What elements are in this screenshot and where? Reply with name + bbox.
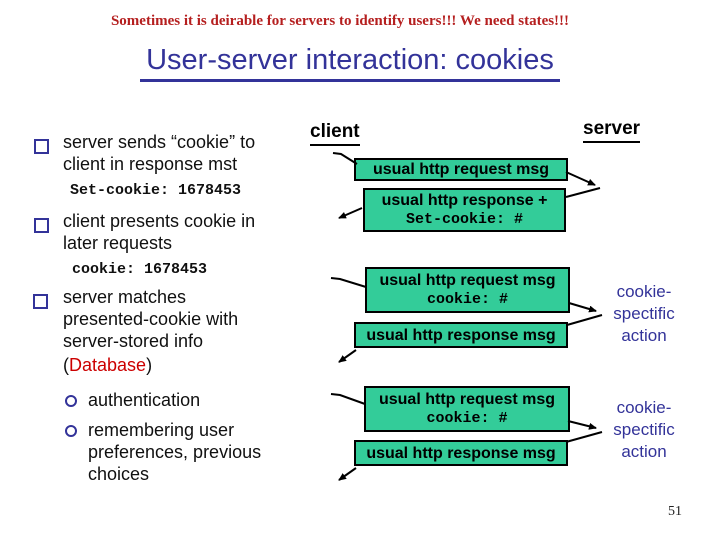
page-title-text: User-server interaction: cookies xyxy=(140,44,560,82)
sub-bullet-circle-icon xyxy=(65,425,77,437)
msgbox-request-1: usual http request msg xyxy=(354,158,568,181)
msgbox-line-code: Set-cookie: # xyxy=(405,211,524,228)
sub-bullet-preferences: remembering user preferences, previous c… xyxy=(88,420,262,484)
msgbox-request-cookie-1: usual http request msg cookie: # xyxy=(365,267,570,313)
bullet-square-icon xyxy=(33,294,48,309)
msgbox-response-2: usual http response msg xyxy=(354,440,568,466)
page-number: 51 xyxy=(668,504,682,519)
msgbox-line: usual http response msg xyxy=(366,326,556,344)
cookie-specific-action-1: cookie- spectific action xyxy=(613,282,675,345)
bullet-item-2: client presents cookie in later requests xyxy=(63,211,256,253)
msgbox-line: usual http response msg xyxy=(366,444,556,462)
database-label: Database xyxy=(69,355,147,375)
msgbox-line: usual http request msg xyxy=(378,391,556,408)
msgbox-line: usual http response + xyxy=(381,192,548,209)
msgbox-line: usual http request msg xyxy=(372,161,550,178)
msgbox-line-code: cookie: # xyxy=(426,410,508,427)
msgbox-response-setcookie: usual http response + Set-cookie: # xyxy=(363,188,566,232)
code-cookie: cookie: 1678453 xyxy=(72,261,208,278)
paren-close: ) xyxy=(146,355,153,375)
msgbox-response-1: usual http response msg xyxy=(354,322,568,348)
code-set-cookie: Set-cookie: 1678453 xyxy=(70,182,242,199)
msgbox-line-code: cookie: # xyxy=(426,291,508,308)
cookie-specific-action-2: cookie- spectific action xyxy=(613,398,675,461)
msgbox-request-cookie-2: usual http request msg cookie: # xyxy=(364,386,570,432)
sub-bullet-authentication: authentication xyxy=(88,390,201,410)
bullet-item-3-database: (Database) xyxy=(63,353,152,377)
bullet-square-icon xyxy=(34,139,49,154)
client-label: client xyxy=(310,121,360,146)
bullet-item-1: server sends “cookie” to client in respo… xyxy=(63,132,256,174)
msgbox-line: usual http request msg xyxy=(379,272,556,289)
paren-open: ( xyxy=(63,355,69,375)
slide-header-note: Sometimes it is deirable for servers to … xyxy=(110,13,570,29)
bullet-item-3: server matches presented-cookie with ser… xyxy=(63,287,239,351)
page-title: User-server interaction: cookies xyxy=(0,44,700,82)
server-label: server xyxy=(583,118,641,143)
sub-bullet-circle-icon xyxy=(65,395,77,407)
bullet-square-icon xyxy=(34,218,49,233)
